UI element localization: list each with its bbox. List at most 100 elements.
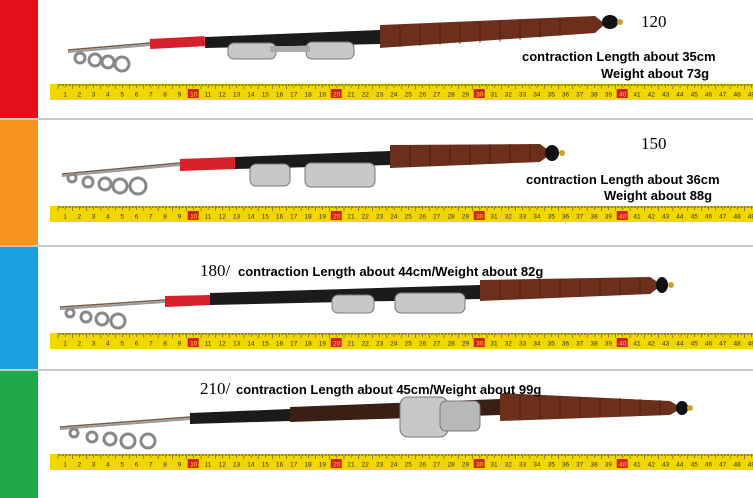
tape-number: 13 xyxy=(233,341,241,348)
tape-number: 23 xyxy=(376,92,384,99)
tape-number: 43 xyxy=(662,462,670,469)
length-weight-label: contraction Length about 45cm/Weight abo… xyxy=(236,382,542,397)
tape-number: 5 xyxy=(120,214,124,221)
panel-divider xyxy=(0,369,753,371)
weight-label: Weight about 73g xyxy=(601,66,710,81)
tape-number: 40 xyxy=(619,462,627,469)
tape-number: 21 xyxy=(347,462,355,469)
tape-number: 22 xyxy=(362,341,370,348)
tape-number: 34 xyxy=(533,462,541,469)
tape-number: 13 xyxy=(233,214,241,221)
tape-number: 19 xyxy=(319,341,327,348)
tape-number: 48 xyxy=(733,92,741,99)
tape-number: 47 xyxy=(719,462,727,469)
tape-number: 34 xyxy=(533,214,541,221)
tape-number: 29 xyxy=(462,214,470,221)
tape-number: 30 xyxy=(476,462,484,469)
tape-number: 41 xyxy=(633,92,641,99)
tape-number: 49 xyxy=(748,92,753,99)
tape-number: 21 xyxy=(347,214,355,221)
tape-number: 30 xyxy=(476,341,484,348)
tape-number: 43 xyxy=(662,214,670,221)
tape-background xyxy=(50,206,753,222)
tape-decade-marker xyxy=(330,211,342,220)
tape-number: 9 xyxy=(178,341,182,348)
tape-number: 2 xyxy=(77,462,81,469)
tape-number: 15 xyxy=(262,92,270,99)
tape-number: 16 xyxy=(276,214,284,221)
tape-number: 16 xyxy=(276,462,284,469)
tape-number: 26 xyxy=(419,341,427,348)
tape-number: 1 xyxy=(63,214,67,221)
tape-number: 38 xyxy=(590,214,598,221)
tape-number: 25 xyxy=(405,92,413,99)
tape-number: 24 xyxy=(390,92,398,99)
tape-number: 25 xyxy=(405,462,413,469)
length-label: contraction Length about 36cm xyxy=(526,172,720,187)
fishing-rod-120 xyxy=(67,15,623,73)
tape-number: 22 xyxy=(362,462,370,469)
tape-number: 26 xyxy=(419,462,427,469)
tape-number: 36 xyxy=(562,92,570,99)
tape-number: 6 xyxy=(135,341,139,348)
tape-number: 8 xyxy=(163,214,167,221)
model-label: 180/ xyxy=(200,261,231,280)
tape-number: 45 xyxy=(691,341,699,348)
tape-number: 12 xyxy=(219,214,227,221)
tape-number: 49 xyxy=(748,341,753,348)
tape-number: 25 xyxy=(405,341,413,348)
tape-number: 31 xyxy=(490,341,498,348)
tape-number: 36 xyxy=(562,341,570,348)
tape-number: 10 xyxy=(190,214,198,221)
color-stripe-green xyxy=(0,371,38,498)
tape-number: 20 xyxy=(333,462,341,469)
tape-number: 38 xyxy=(590,462,598,469)
tape-number: 23 xyxy=(376,214,384,221)
tape-number: 3 xyxy=(92,462,96,469)
tape-number: 39 xyxy=(605,214,613,221)
tape-number: 32 xyxy=(505,92,513,99)
tape-number: 7 xyxy=(149,214,153,221)
tape-number: 15 xyxy=(262,462,270,469)
tape-number: 7 xyxy=(149,462,153,469)
tape-number: 49 xyxy=(748,214,753,221)
tape-number: 30 xyxy=(476,92,484,99)
tape-number: 39 xyxy=(605,341,613,348)
tape-number: 32 xyxy=(505,341,513,348)
tape-number: 13 xyxy=(233,92,241,99)
fishing-rod-180 xyxy=(59,277,674,330)
tape-number: 23 xyxy=(376,462,384,469)
tape-number: 4 xyxy=(106,462,110,469)
tape-number: 28 xyxy=(447,92,455,99)
tape-number: 7 xyxy=(149,92,153,99)
tape-number: 8 xyxy=(163,462,167,469)
tape-number: 36 xyxy=(562,462,570,469)
tape-number: 42 xyxy=(648,214,656,221)
tape-number: 21 xyxy=(347,92,355,99)
tape-number: 13 xyxy=(233,462,241,469)
tape-number: 30 xyxy=(476,214,484,221)
tape-number: 19 xyxy=(319,214,327,221)
tape-number: 20 xyxy=(333,214,341,221)
tape-number: 40 xyxy=(619,341,627,348)
tape-number: 20 xyxy=(333,92,341,99)
weight-label: Weight about 88g xyxy=(604,188,713,203)
tape-number: 20 xyxy=(333,341,341,348)
fishing-rod-150 xyxy=(61,144,565,196)
tape-number: 47 xyxy=(719,92,727,99)
tape-number: 43 xyxy=(662,92,670,99)
tape-number: 24 xyxy=(390,214,398,221)
model-label: 150 xyxy=(641,134,667,153)
model-label: 120 xyxy=(641,12,667,31)
tape-number: 46 xyxy=(705,92,713,99)
tape-number: 46 xyxy=(705,214,713,221)
tape-decade-marker xyxy=(473,211,485,220)
tape-number: 29 xyxy=(462,92,470,99)
tape-number: 33 xyxy=(519,341,527,348)
tape-number: 9 xyxy=(178,92,182,99)
